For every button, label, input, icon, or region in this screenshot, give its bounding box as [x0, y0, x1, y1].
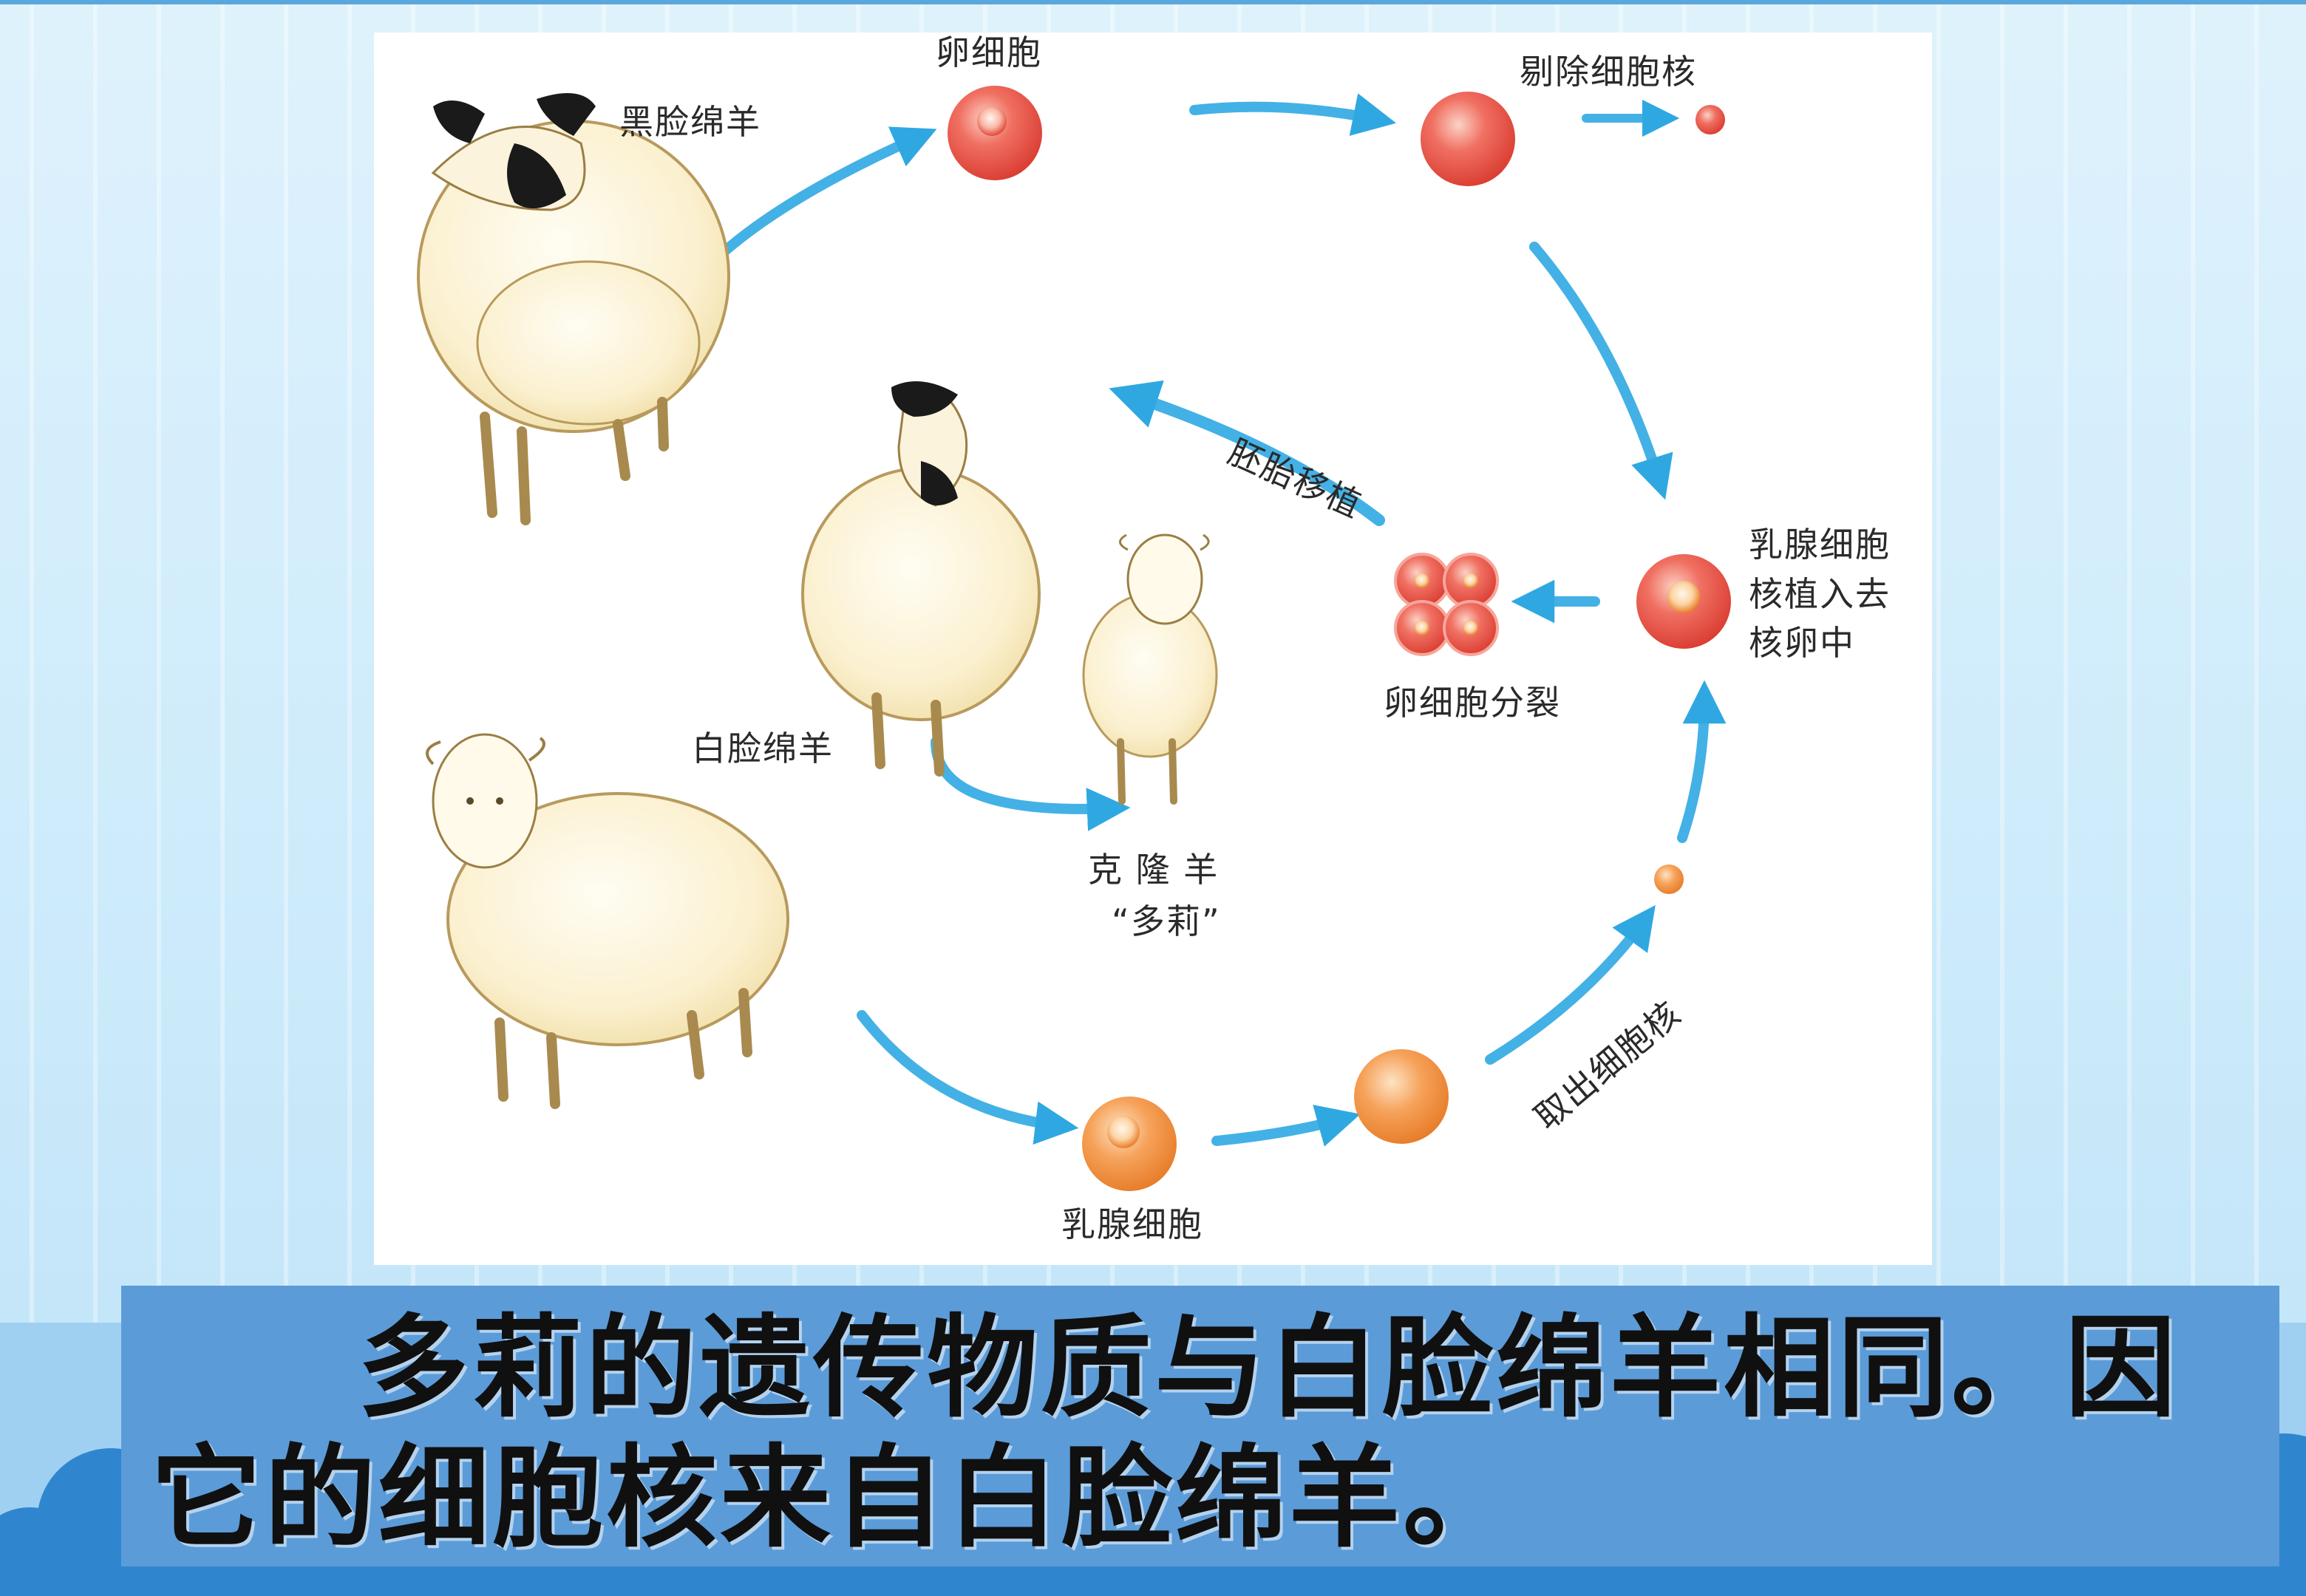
- caption-box: 多莉的遗传物质与白脸绵羊相同。因它的细胞核来自白脸绵羊。: [121, 1286, 2279, 1566]
- arrow-egg-to-enucleation: [1189, 93, 1397, 136]
- removed-nucleus: [1696, 105, 1725, 134]
- label-mammary-cell: 乳腺细胞: [1061, 1204, 1203, 1244]
- mammary-cell: [1082, 1097, 1177, 1191]
- label-egg-cell: 卵细胞: [936, 33, 1042, 72]
- arrow-sheep-to-egg: [716, 126, 937, 259]
- egg-cell: [948, 86, 1042, 180]
- arrow-birth: [931, 737, 1131, 831]
- label-implant-nucleus: 乳腺细胞 核植入去 核卵中: [1749, 525, 1891, 664]
- white-face-sheep-illustration: [426, 733, 789, 1109]
- surrogate-mother-sheep-illustration: [801, 381, 1041, 777]
- arrow-down-to-implant: [1529, 242, 1673, 500]
- reconstructed-egg-cell: [1636, 554, 1731, 649]
- dividing-egg-cells: [1394, 553, 1499, 656]
- extracted-nucleus: [1654, 864, 1684, 894]
- arrow-mammary-to-cell: [1211, 1105, 1361, 1147]
- label-egg-division: 卵细胞分裂: [1384, 683, 1561, 723]
- enucleated-mammary-cell: [1354, 1049, 1449, 1144]
- arrow-nucleus-up-to-implant: [1677, 680, 1727, 843]
- label-clone-sheep: 克 隆 羊: [1088, 850, 1220, 890]
- arrow-white-sheep-to-mammary: [857, 1010, 1079, 1145]
- label-white-face-sheep: 白脸绵羊: [692, 729, 834, 768]
- cloning-diagram-panel: 黑脸绵羊 卵细胞 剔除细胞核 乳腺细胞 核植入去 核卵中 卵细胞分裂 胚胎移植 …: [374, 33, 1932, 1265]
- label-black-face-sheep: 黑脸绵羊: [619, 102, 761, 142]
- process-arrows: [716, 93, 1727, 1147]
- cloned-lamb-dolly-illustration: [1082, 533, 1218, 805]
- label-remove-nucleus: 剔除细胞核: [1520, 52, 1697, 92]
- label-dolly: “多莉”: [1112, 901, 1221, 941]
- arrow-embryo-transfer: [1109, 380, 1385, 526]
- cloning-process-diagram: [417, 86, 1731, 1191]
- caption-text: 多莉的遗传物质与白脸绵羊相同。因它的细胞核来自白脸绵羊。: [151, 1304, 2180, 1563]
- black-face-sheep-illustration: [417, 93, 730, 525]
- enucleated-egg-cell: [1421, 92, 1515, 186]
- arrow-extract-nucleus: [1485, 904, 1656, 1065]
